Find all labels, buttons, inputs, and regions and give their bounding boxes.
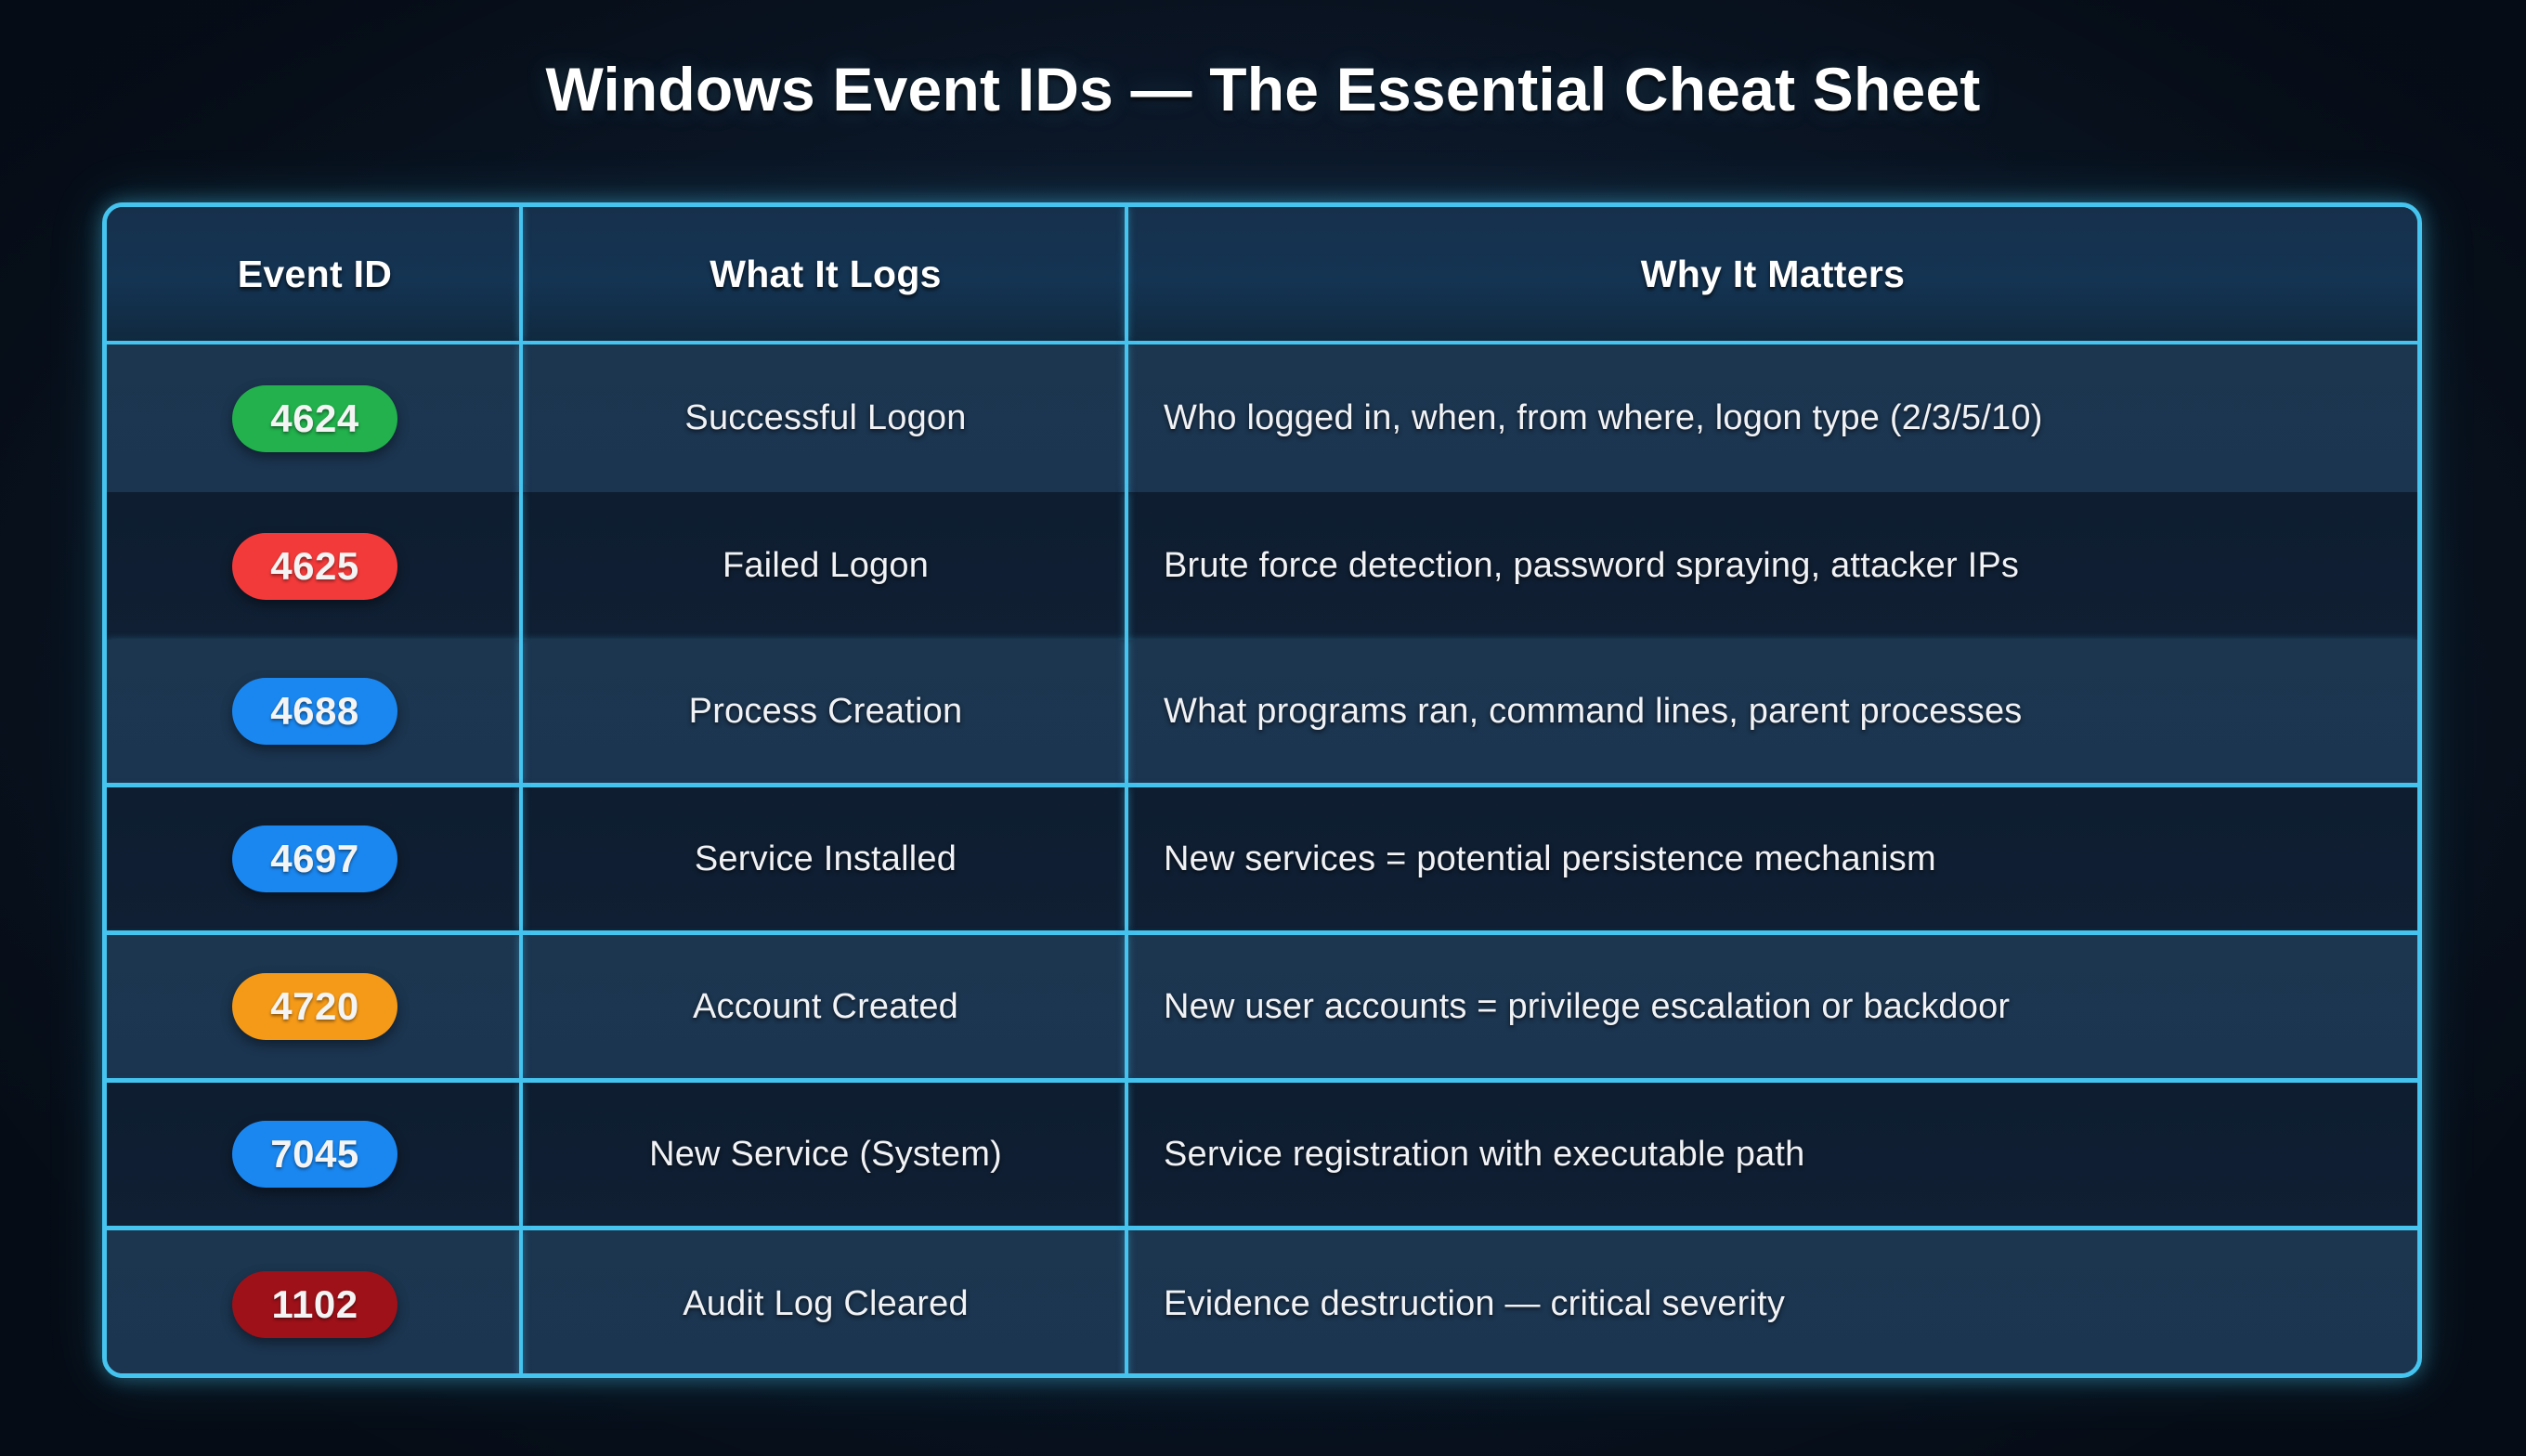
table-header-row: Event ID What It Logs Why It Matters: [107, 207, 2417, 344]
table-row: 4697 Service Installed New services = pote…: [107, 787, 2417, 935]
cell-why-it-matters: Who logged in, when, from where, logon t…: [1128, 344, 2417, 492]
what-it-logs-text: New Service (System): [649, 1134, 1002, 1174]
table-row: 4720 Account Created New user accounts = p…: [107, 935, 2417, 1083]
cell-event-id: 4688: [107, 640, 523, 783]
cell-event-id: 4625: [107, 492, 523, 640]
why-it-matters-text: Who logged in, when, from where, logon t…: [1164, 398, 2043, 437]
table-body: 4624 Successful Logon Who logged in, when,…: [107, 344, 2417, 1373]
table-row: 4625 Failed Logon Brute force detection, p…: [107, 492, 2417, 640]
header-cell-why-it-matters: Why It Matters: [1128, 207, 2417, 341]
event-id-badge: 4697: [232, 826, 397, 892]
why-it-matters-text: New user accounts = privilege escalation…: [1164, 986, 2011, 1026]
table-row: 4624 Successful Logon Who logged in, when,…: [107, 344, 2417, 492]
cell-event-id: 4697: [107, 787, 523, 930]
event-id-table: Event ID What It Logs Why It Matters 462…: [102, 202, 2422, 1378]
why-it-matters-text: Service registration with executable pat…: [1164, 1134, 1805, 1174]
table-row: 7045 New Service (System) Service registra…: [107, 1083, 2417, 1230]
what-it-logs-text: Account Created: [692, 986, 959, 1026]
header-cell-what-it-logs: What It Logs: [523, 207, 1128, 341]
what-it-logs-text: Service Installed: [694, 838, 957, 878]
cell-what-it-logs: Service Installed: [523, 787, 1128, 930]
cell-what-it-logs: Audit Log Cleared: [523, 1230, 1128, 1373]
cell-what-it-logs: Successful Logon: [523, 344, 1128, 492]
cell-event-id: 4720: [107, 935, 523, 1078]
what-it-logs-text: Successful Logon: [684, 398, 967, 437]
why-it-matters-text: Brute force detection, password spraying…: [1164, 546, 2020, 585]
page-title: Windows Event IDs — The Essential Cheat …: [545, 55, 1981, 124]
what-it-logs-text: Process Creation: [688, 691, 963, 731]
cell-what-it-logs: Process Creation: [523, 640, 1128, 783]
cell-event-id: 7045: [107, 1083, 523, 1226]
what-it-logs-text: Failed Logon: [722, 546, 930, 585]
event-id-badge: 4624: [232, 384, 397, 452]
why-it-matters-text: New services = potential persistence mec…: [1164, 838, 1936, 878]
cell-what-it-logs: Failed Logon: [523, 492, 1128, 640]
header-label-why-it-matters: Why It Matters: [1640, 252, 1906, 295]
event-id-badge: 7045: [232, 1121, 397, 1188]
cell-why-it-matters: New user accounts = privilege escalation…: [1128, 935, 2417, 1078]
cell-what-it-logs: Account Created: [523, 935, 1128, 1078]
event-id-badge: 4720: [232, 973, 397, 1040]
cell-why-it-matters: Service registration with executable pat…: [1128, 1083, 2417, 1226]
cell-why-it-matters: New services = potential persistence mec…: [1128, 787, 2417, 930]
cell-what-it-logs: New Service (System): [523, 1083, 1128, 1226]
header-label-event-id: Event ID: [237, 252, 393, 295]
table-row: 4688 Process Creation What programs ran, c…: [107, 640, 2417, 787]
cell-why-it-matters: Brute force detection, password spraying…: [1128, 492, 2417, 640]
why-it-matters-text: What programs ran, command lines, parent…: [1164, 691, 2023, 731]
why-it-matters-text: Evidence destruction — critical severity: [1164, 1284, 1786, 1323]
header-label-what-it-logs: What It Logs: [710, 252, 942, 295]
table-row: 1102 Audit Log Cleared Evidence destructio…: [107, 1230, 2417, 1373]
what-it-logs-text: Audit Log Cleared: [683, 1284, 969, 1323]
event-id-badge: 4688: [232, 678, 397, 745]
cell-event-id: 1102: [107, 1230, 523, 1373]
cell-event-id: 4624: [107, 344, 523, 492]
cell-why-it-matters: What programs ran, command lines, parent…: [1128, 640, 2417, 783]
cell-why-it-matters: Evidence destruction — critical severity: [1128, 1230, 2417, 1373]
header-cell-event-id: Event ID: [107, 207, 523, 341]
event-id-badge: 4625: [232, 532, 397, 600]
event-id-badge: 1102: [232, 1270, 397, 1338]
